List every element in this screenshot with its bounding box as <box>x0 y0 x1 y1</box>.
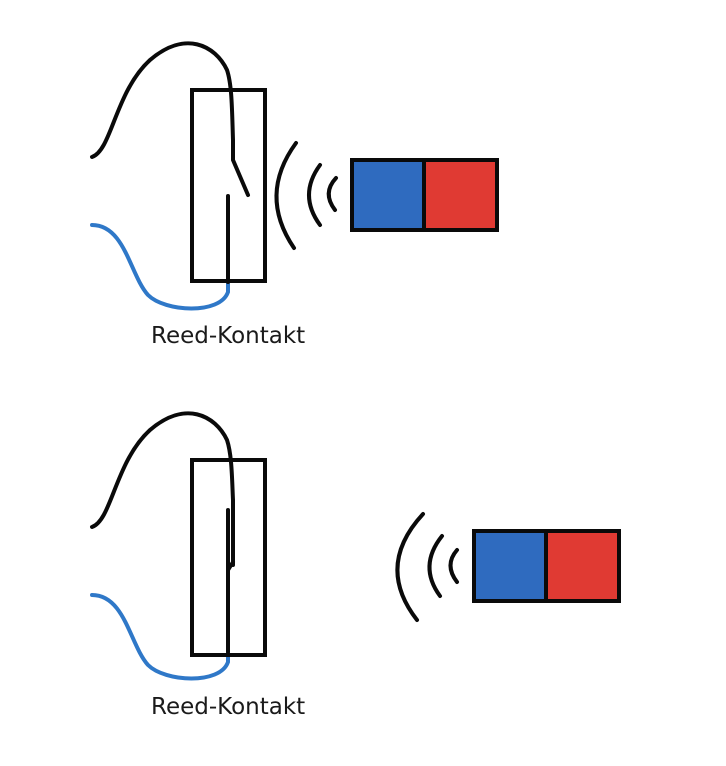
magnet <box>350 158 499 232</box>
blue-wire <box>90 593 230 681</box>
diagram-top: Reed-Kontakt <box>90 41 499 349</box>
diagram-bottom: Reed-Kontakt <box>90 411 621 720</box>
magnet-blue-pole <box>472 529 548 603</box>
magnet <box>472 529 621 603</box>
black-wire <box>90 41 235 159</box>
magnetic-field-waves <box>395 512 459 622</box>
magnet-red-pole <box>544 529 621 603</box>
magnetic-field-waves <box>274 141 338 250</box>
closed-contacts <box>226 508 235 654</box>
blue-wire <box>90 223 230 311</box>
upper-contact <box>231 146 250 197</box>
magnet-red-pole <box>422 158 499 232</box>
magnet-blue-pole <box>350 158 426 232</box>
reed-tube <box>190 458 267 657</box>
reed-contact-label: Reed-Kontakt <box>151 323 305 349</box>
black-wire <box>90 411 235 567</box>
reed-contact-label: Reed-Kontakt <box>151 694 305 720</box>
